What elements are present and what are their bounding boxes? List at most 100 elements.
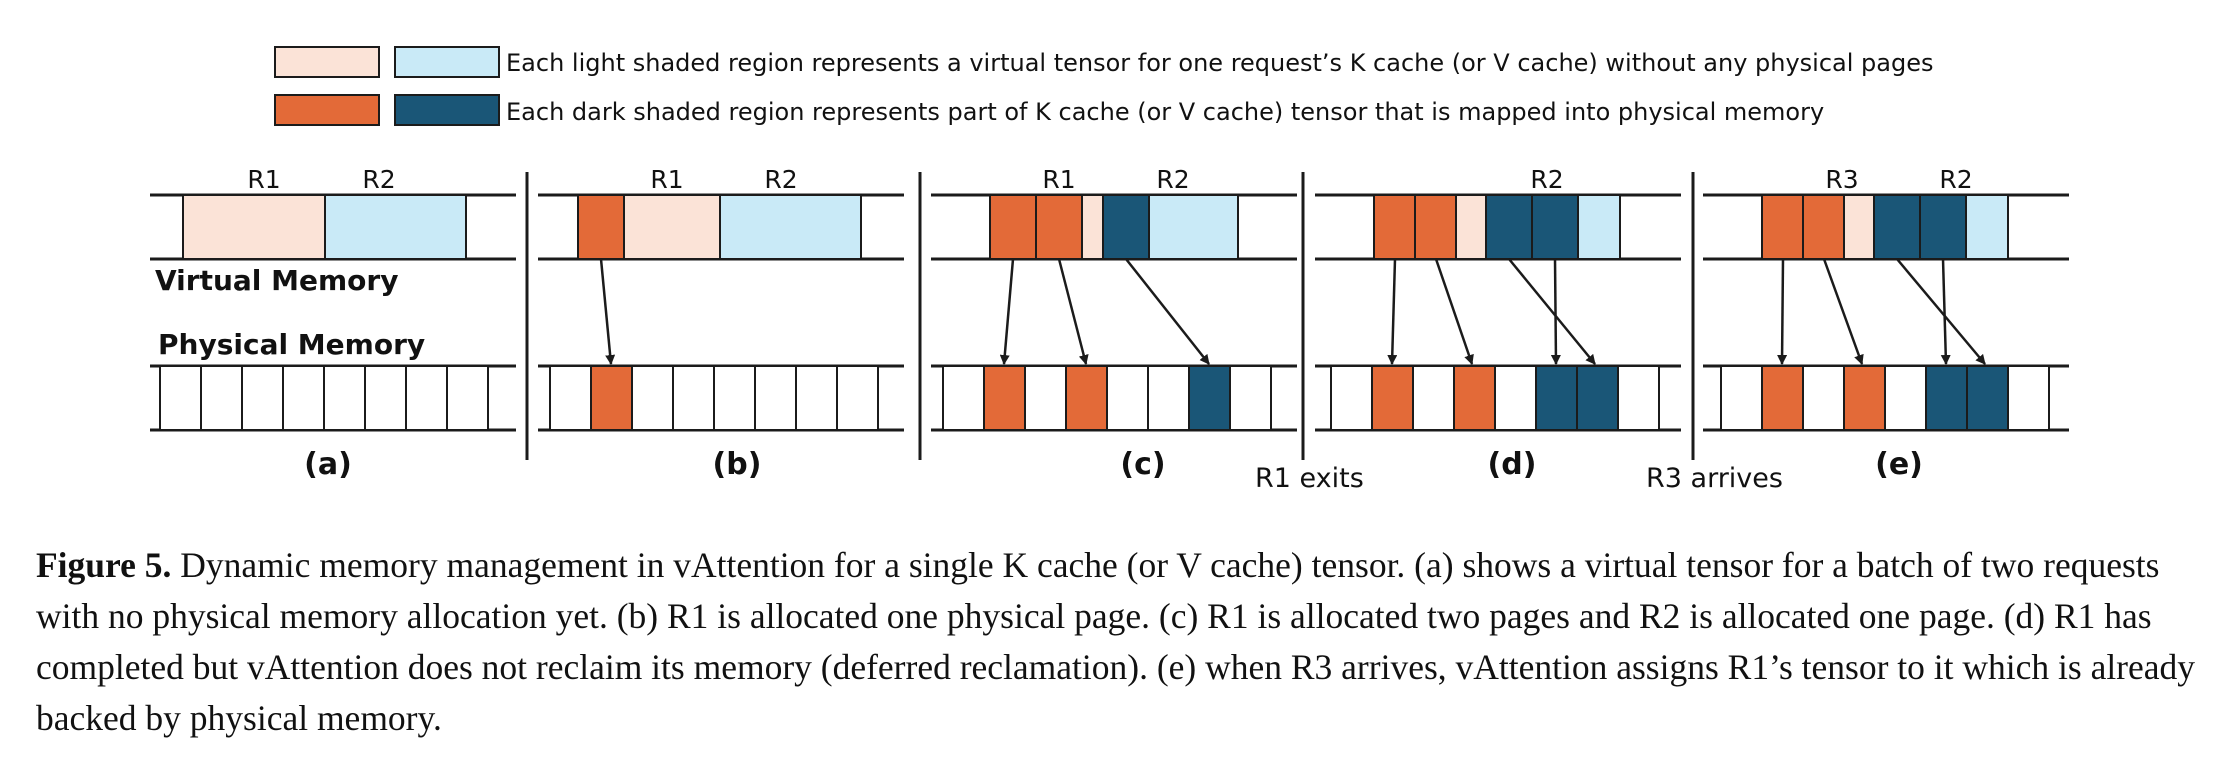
request-label-r1: R1 bbox=[650, 165, 683, 194]
panel-label: (c) bbox=[1120, 447, 1165, 482]
virtual-region-r1 bbox=[1455, 194, 1487, 260]
physical-page bbox=[1966, 365, 2009, 431]
virtual-page-r2 bbox=[1531, 194, 1579, 260]
physical-page bbox=[983, 365, 1026, 431]
mapping-arrow bbox=[1508, 258, 1596, 365]
caption-label: Figure 5. bbox=[36, 545, 172, 585]
memory-diagram: Each light shaded region represents a vi… bbox=[150, 46, 2069, 494]
request-label-r1: R1 bbox=[247, 165, 280, 194]
mapping-arrow bbox=[599, 258, 616, 365]
physical-page bbox=[1761, 365, 1804, 431]
physical-memory-label: Physical Memory bbox=[158, 328, 425, 361]
virtual-page-r1 bbox=[1373, 194, 1416, 260]
virtual-region-r1 bbox=[182, 194, 326, 260]
physical-page bbox=[631, 365, 674, 431]
physical-page bbox=[1802, 365, 1845, 431]
panel-a: R1 R2 (a) bbox=[150, 165, 516, 482]
mapping-arrow bbox=[1057, 258, 1089, 365]
legend: Each light shaded region represents a vi… bbox=[274, 46, 1933, 126]
mapping-arrow bbox=[1550, 258, 1561, 365]
virtual-region-r1 bbox=[623, 194, 721, 260]
request-label-r2: R2 bbox=[1530, 165, 1563, 194]
mapping-arrow bbox=[1434, 258, 1474, 365]
physical-page bbox=[942, 365, 985, 431]
panel-label: (d) bbox=[1488, 447, 1537, 482]
mapping-arrow bbox=[1822, 258, 1864, 365]
physical-page bbox=[754, 365, 797, 431]
physical-page bbox=[549, 365, 592, 431]
virtual-region-r2 bbox=[1965, 194, 2009, 260]
caption-text: Dynamic memory management in vAttention … bbox=[36, 545, 2196, 738]
virtual-page-r1 bbox=[1414, 194, 1457, 260]
legend-v-dark-swatch bbox=[394, 94, 500, 126]
virtual-region-r2 bbox=[1148, 194, 1239, 260]
mapping-arrow bbox=[999, 258, 1015, 365]
mapping-arrow bbox=[1777, 258, 1788, 365]
virtual-region-r2 bbox=[1577, 194, 1621, 260]
physical-page bbox=[1453, 365, 1496, 431]
physical-page bbox=[590, 365, 633, 431]
physical-page bbox=[672, 365, 715, 431]
physical-page bbox=[795, 365, 838, 431]
event-r3-arrives: R3 arrives bbox=[1646, 463, 1783, 494]
virtual-page-r1 bbox=[577, 194, 625, 260]
virtual-page-r1 bbox=[1035, 194, 1083, 260]
figure-caption: Figure 5. Dynamic memory management in v… bbox=[36, 540, 2206, 744]
physical-page bbox=[241, 365, 284, 431]
virtual-page-r3 bbox=[1802, 194, 1845, 260]
virtual-page-r1 bbox=[989, 194, 1037, 260]
physical-page bbox=[1229, 365, 1272, 431]
request-label-r1: R1 bbox=[1042, 165, 1075, 194]
physical-page bbox=[1843, 365, 1886, 431]
virtual-page-r2 bbox=[1102, 194, 1150, 260]
request-label-r2: R2 bbox=[1939, 165, 1972, 194]
panel-label: (b) bbox=[713, 447, 762, 482]
virtual-region-r3 bbox=[1843, 194, 1875, 260]
physical-page bbox=[1617, 365, 1660, 431]
request-label-r2: R2 bbox=[764, 165, 797, 194]
mapping-arrow bbox=[1896, 258, 1986, 365]
physical-page bbox=[1884, 365, 1927, 431]
mapping-arrow bbox=[1125, 258, 1210, 365]
legend-k-light-swatch bbox=[274, 46, 380, 78]
panel-label: (a) bbox=[304, 447, 352, 482]
panel-e: R3 R2 (e) bbox=[1703, 165, 2069, 482]
request-label-r3: R3 bbox=[1825, 165, 1858, 194]
physical-page bbox=[1412, 365, 1455, 431]
physical-page bbox=[1535, 365, 1578, 431]
mapping-arrow bbox=[1387, 258, 1398, 365]
request-label-r2: R2 bbox=[362, 165, 395, 194]
panel-label: (e) bbox=[1875, 447, 1923, 482]
physical-page bbox=[282, 365, 325, 431]
event-r1-exits: R1 exits bbox=[1255, 463, 1364, 494]
virtual-region-r2 bbox=[719, 194, 862, 260]
physical-page bbox=[1371, 365, 1414, 431]
physical-page bbox=[1188, 365, 1231, 431]
legend-k-dark-swatch bbox=[274, 94, 380, 126]
legend-dark-text: Each dark shaded region represents part … bbox=[506, 98, 1824, 126]
physical-page bbox=[1106, 365, 1149, 431]
physical-page bbox=[323, 365, 366, 431]
physical-page bbox=[1494, 365, 1537, 431]
physical-page bbox=[405, 365, 448, 431]
legend-light-text: Each light shaded region represents a vi… bbox=[506, 49, 1933, 77]
physical-page bbox=[836, 365, 879, 431]
physical-page bbox=[364, 365, 407, 431]
physical-page bbox=[1024, 365, 1067, 431]
physical-page bbox=[1925, 365, 1968, 431]
virtual-page-r2 bbox=[1919, 194, 1967, 260]
virtual-page-r2 bbox=[1485, 194, 1533, 260]
physical-page bbox=[159, 365, 202, 431]
physical-page bbox=[1576, 365, 1619, 431]
mapping-arrow bbox=[1940, 258, 1951, 365]
virtual-page-r3 bbox=[1761, 194, 1804, 260]
physical-page bbox=[200, 365, 243, 431]
virtual-region-r2 bbox=[324, 194, 467, 260]
virtual-page-r2 bbox=[1873, 194, 1921, 260]
physical-page bbox=[713, 365, 756, 431]
request-label-r2: R2 bbox=[1156, 165, 1189, 194]
panel-c: R1 R2 (c) bbox=[931, 165, 1297, 482]
physical-page bbox=[1720, 365, 1763, 431]
panel-b: R1 R2 (b) bbox=[538, 165, 904, 482]
